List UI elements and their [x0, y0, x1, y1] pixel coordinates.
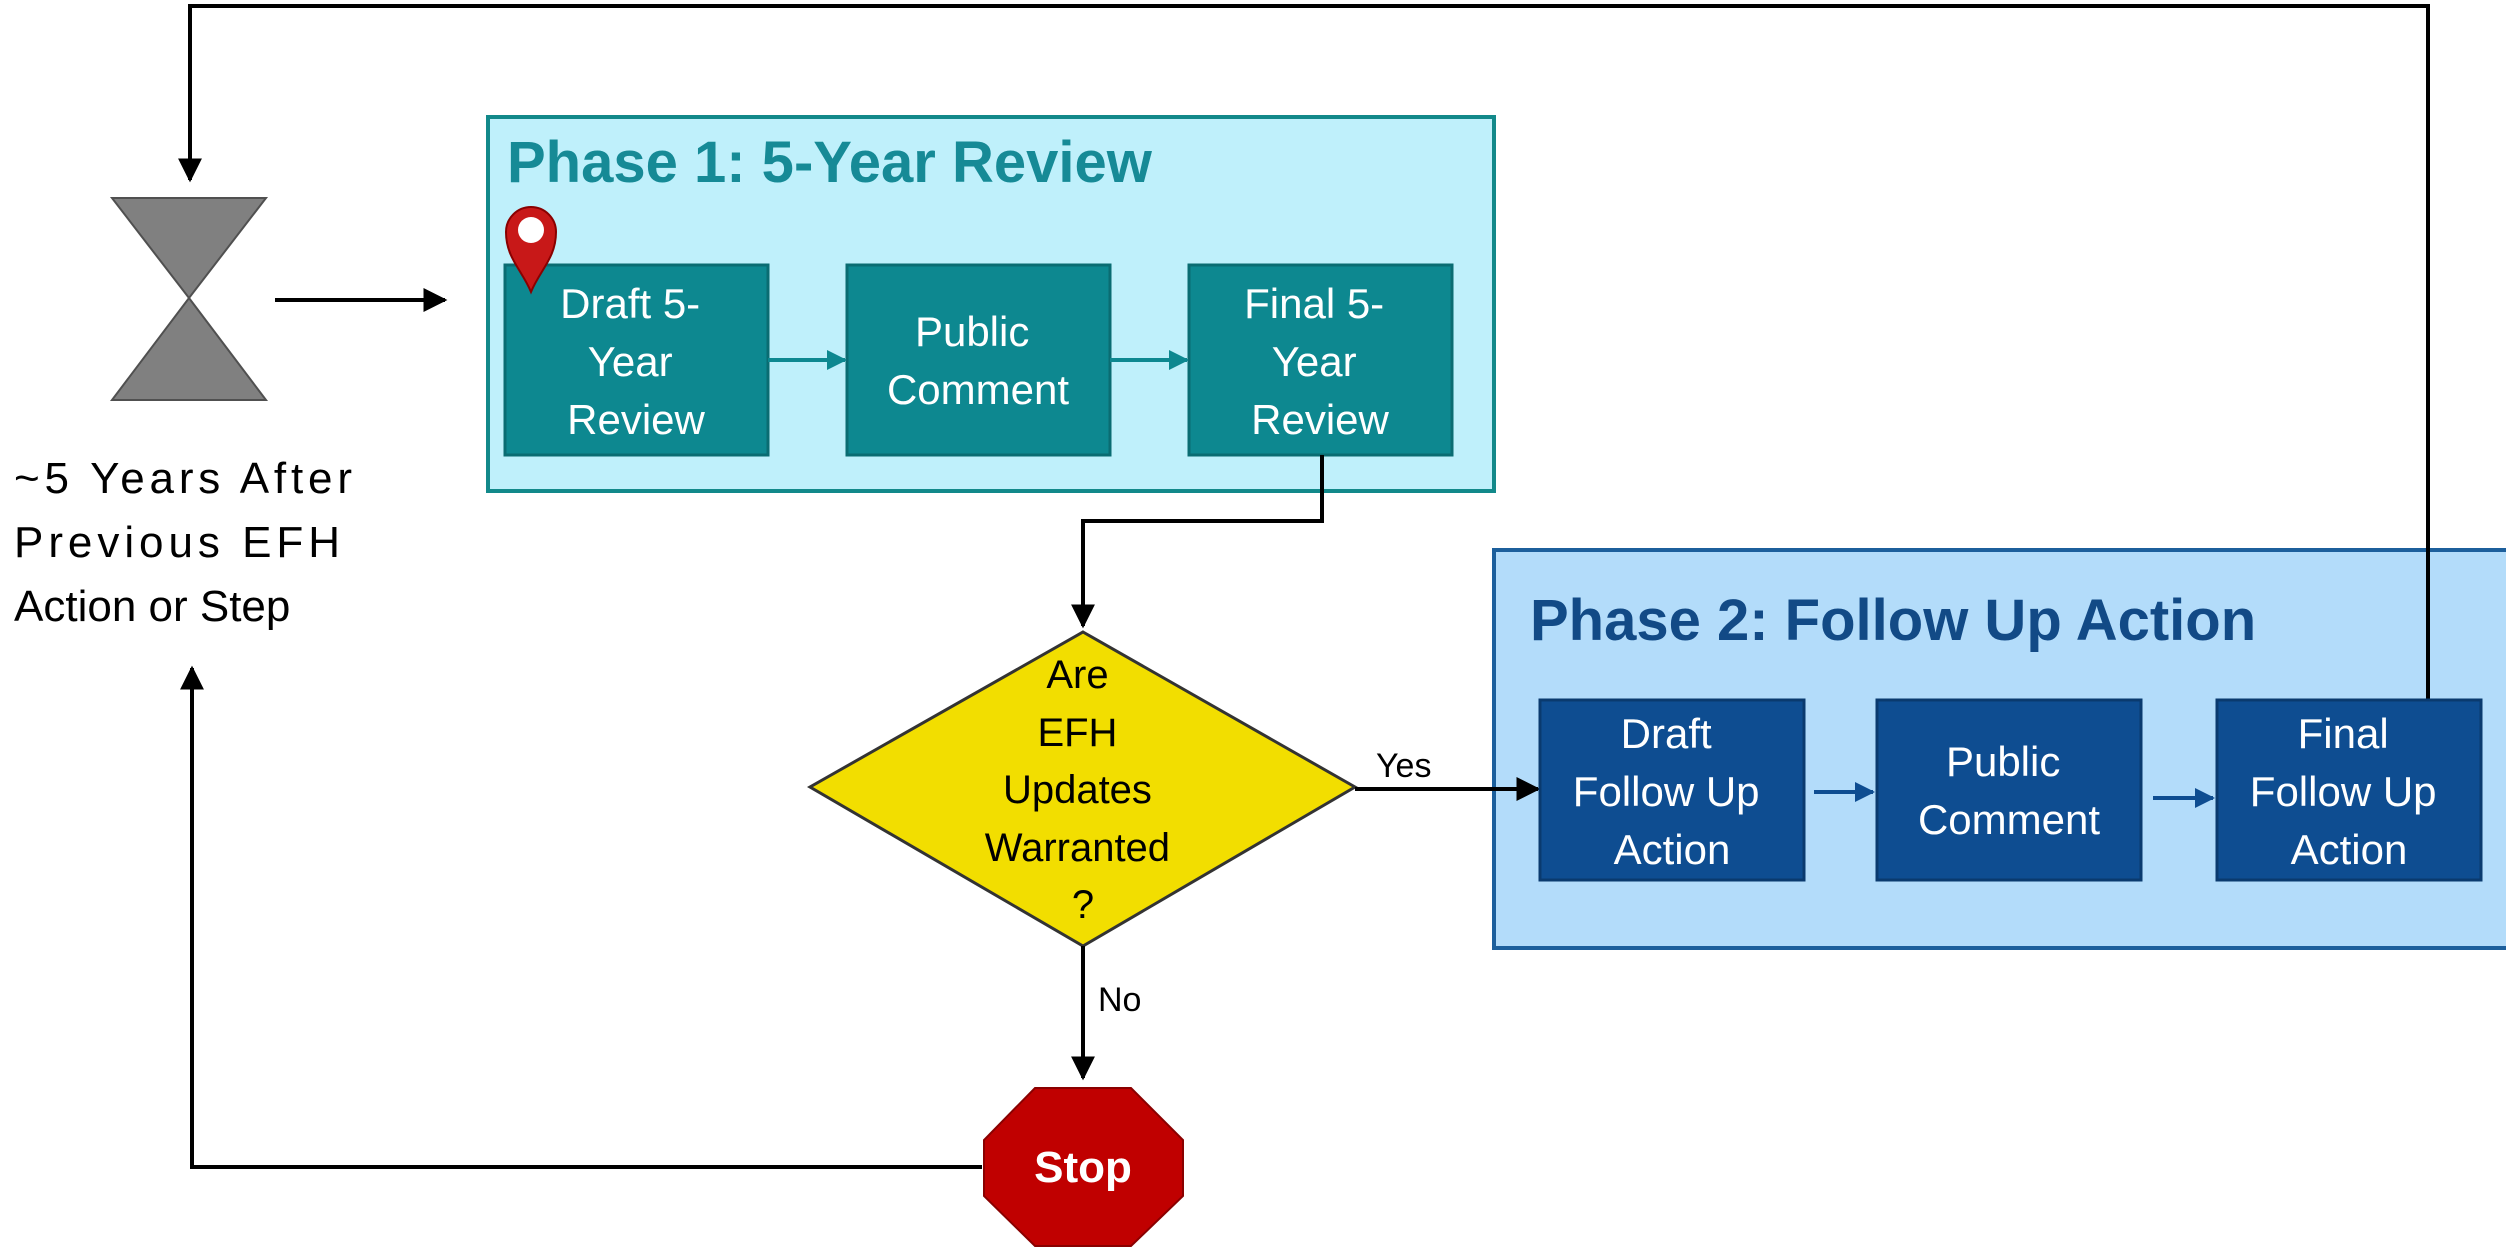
decision-line: Updates [1003, 768, 1152, 812]
step-label-line: Follow Up [1573, 768, 1760, 815]
phase2-step-public-comment: Public Comment [1875, 698, 2143, 882]
svg-text:Are EFH Updates: Are EFH Updates Warranted ? [985, 653, 1181, 927]
phase1-step-draft: Draft 5- Year Review [503, 263, 770, 457]
loop-back-connector [178, 4, 2430, 700]
step-label-line: Public [915, 308, 1029, 355]
yes-label: Yes [1376, 747, 1431, 785]
timer-caption-line-3: Action or Step [14, 582, 290, 631]
decision-line: Are [1046, 653, 1108, 697]
decision-line: Warranted [985, 826, 1170, 870]
step-label-line: Review [567, 396, 705, 443]
phase2-step-draft: Draft Follow Up Action [1538, 698, 1806, 882]
svg-text:Draft 5- Year Revi: Draft 5- Year Review [560, 280, 712, 443]
step-label-line: Year [588, 338, 673, 385]
stop-sign-icon: Stop [983, 1087, 1184, 1247]
phase2-step-final: Final Follow Up Action [2215, 698, 2483, 882]
step-label-line: Action [2291, 826, 2408, 873]
decision-diamond: Are EFH Updates Warranted ? [806, 630, 1359, 948]
review-to-decision-connector [1071, 455, 1324, 629]
step-label-line: Draft 5- [560, 280, 700, 327]
step-label-line: Comment [1918, 796, 2100, 843]
stop-to-timer-connector [180, 665, 982, 1169]
step-label-line: Final 5- [1244, 280, 1384, 327]
svg-text:Draft Follow Up Ac: Draft Follow Up Action [1573, 710, 1771, 873]
phase1-step-public-comment: Public Comment [845, 263, 1112, 457]
decision-line: ? [1072, 883, 1094, 927]
phase1-step-final: Final 5- Year Review [1187, 263, 1454, 457]
step-label-line: Draft [1621, 710, 1712, 757]
phase2-title: Phase 2: Follow Up Action [1530, 588, 2256, 653]
no-label: No [1098, 981, 1141, 1019]
svg-text:Final 5- Year Revi: Final 5- Year Review [1244, 280, 1396, 443]
hourglass-icon [109, 197, 269, 401]
timer-caption-line-2: Previous EFH [14, 518, 340, 567]
step-label-line: Public [1946, 738, 2060, 785]
svg-text:Final Follow Up Ac: Final Follow Up Action [2250, 710, 2448, 873]
timer-caption-line-1: ~5 Years After [14, 454, 352, 503]
svg-text:Public Comment: Public Comment [887, 308, 1069, 413]
step-label-line: Year [1272, 338, 1357, 385]
svg-text:Public Comment: Public Comment [1918, 738, 2100, 843]
timer-caption: ~5 Years After Previous EFH Action or St… [14, 454, 352, 631]
step-label-line: Review [1251, 396, 1389, 443]
step-label-line: Comment [887, 366, 1069, 413]
phase1-title: Phase 1: 5-Year Review [507, 130, 1153, 195]
step-label-line: Action [1614, 826, 1731, 873]
decision-line: EFH [1037, 711, 1117, 755]
stop-label: Stop [1034, 1143, 1132, 1192]
location-pin-icon [504, 206, 558, 295]
step-label-line: Follow Up [2250, 768, 2437, 815]
step-label-line: Final [2298, 710, 2389, 757]
